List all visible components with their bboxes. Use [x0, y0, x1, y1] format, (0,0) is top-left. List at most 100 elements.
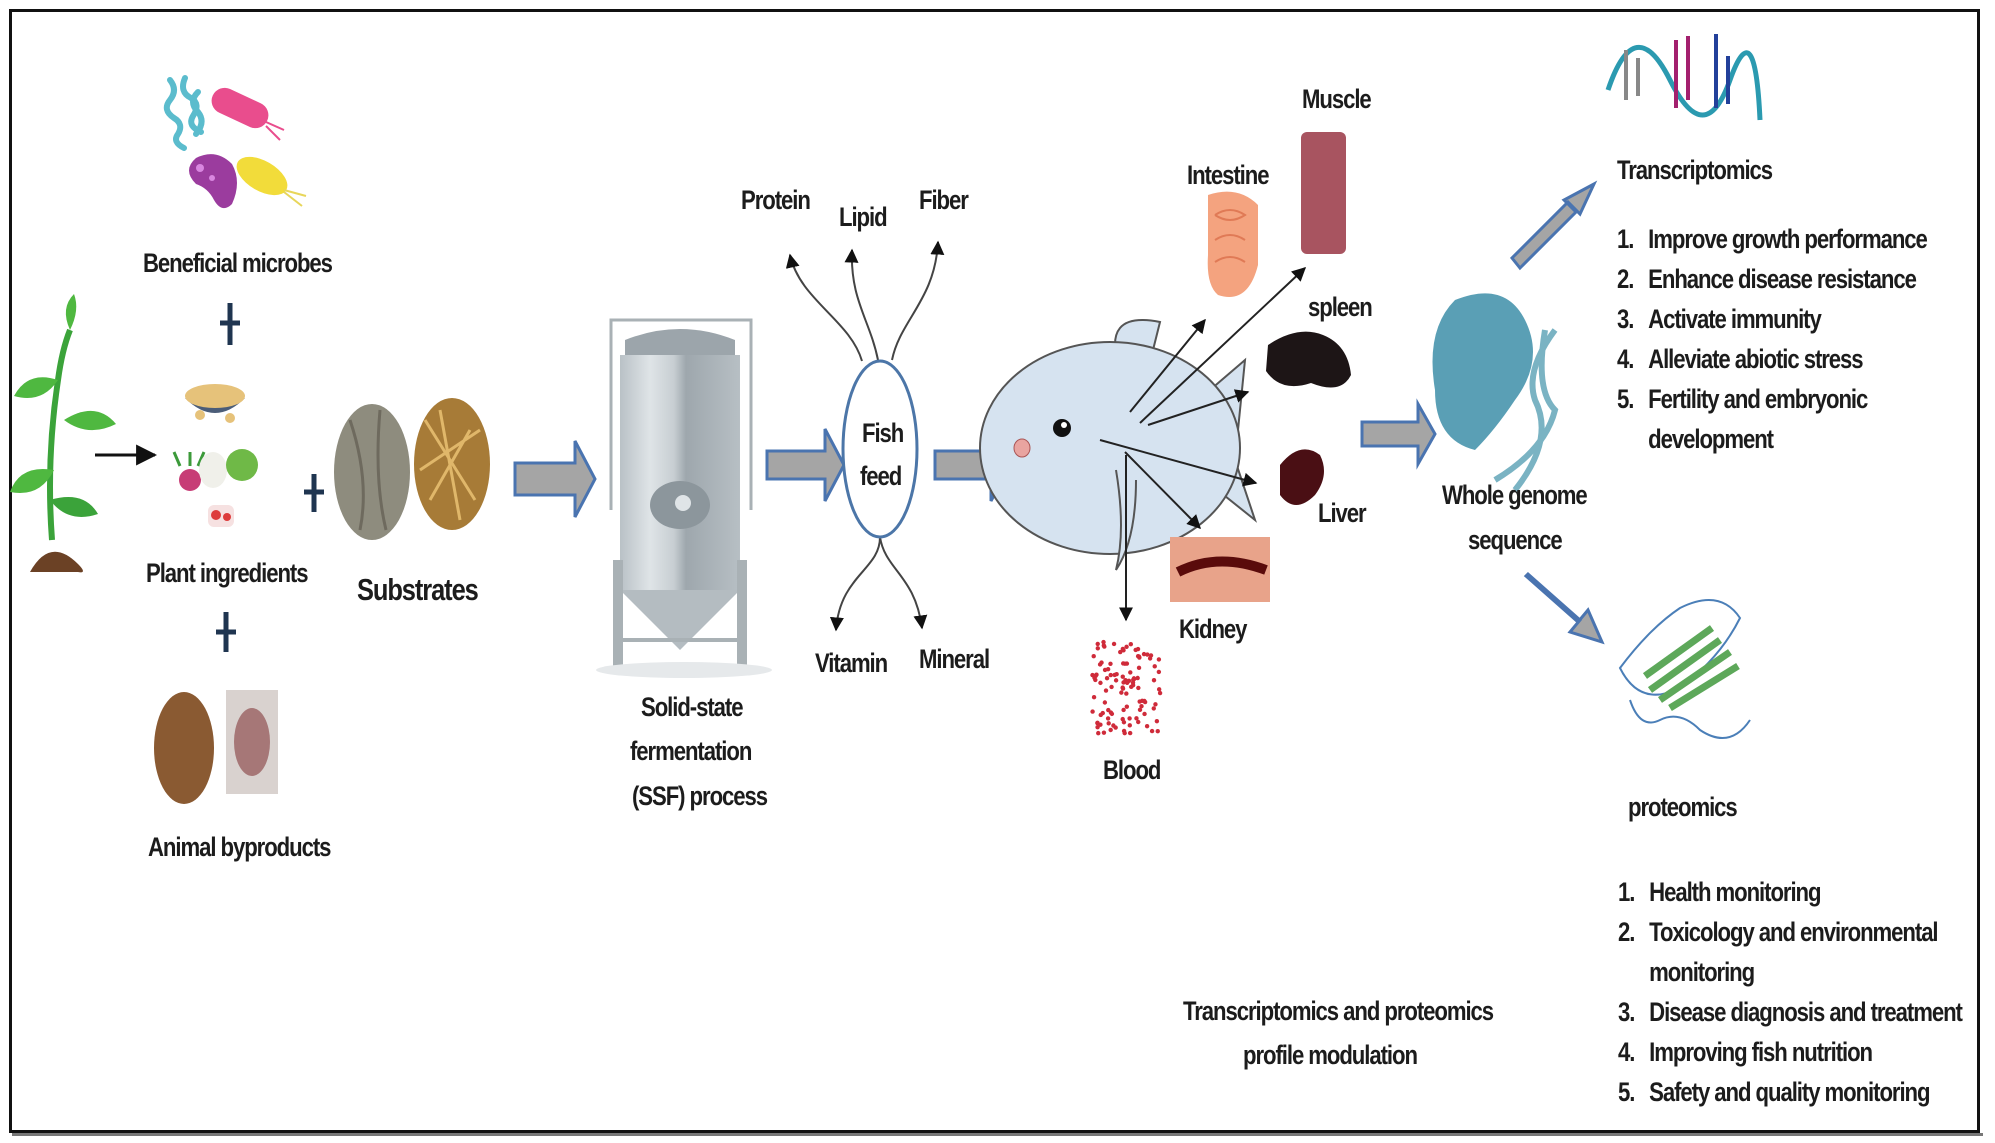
blood-cell: [1136, 665, 1142, 671]
blood-cell: [1122, 730, 1127, 736]
blood-cell: [1090, 709, 1095, 714]
label-vitamin: Vitamin: [815, 648, 888, 678]
label-lipid: Lipid: [839, 202, 888, 232]
blood-cell: [1106, 707, 1111, 713]
blood-cell: [1118, 649, 1123, 655]
organ-arrows: [1099, 267, 1307, 622]
fish-feed-node: [841, 359, 919, 539]
proteomics-item: 5.Safety and quality monitoring: [1618, 1077, 1931, 1107]
label-blood: Blood: [1103, 755, 1161, 785]
blood-cell: [1149, 728, 1155, 734]
label-ssf-line3: (SSF) process: [632, 781, 768, 811]
blood-cell: [1124, 680, 1130, 686]
blood-cell: [1091, 654, 1096, 659]
blood-cell: [1156, 657, 1162, 662]
blood-cell: [1141, 651, 1147, 657]
blood-cell: [1098, 680, 1103, 686]
blood-cell: [1136, 685, 1141, 691]
blood-cell: [1120, 646, 1126, 652]
blood-cell: [1108, 672, 1113, 678]
genome-icon: [1432, 293, 1559, 492]
transcriptomics-title: Transcriptomics: [1617, 155, 1773, 185]
blood-cell: [1120, 685, 1125, 690]
blood-cell: [1098, 722, 1103, 727]
label-liver: Liver: [1318, 498, 1367, 528]
figure-frame: [9, 9, 1980, 1133]
plus-icon: [220, 303, 240, 345]
blood-cell: [1134, 716, 1139, 721]
blood-icon: [1090, 639, 1163, 736]
blood-cell: [1124, 691, 1129, 696]
blood-cell: [1108, 727, 1113, 733]
blood-cell: [1157, 690, 1163, 696]
blood-cell: [1131, 676, 1137, 681]
blood-cell: [1137, 707, 1143, 713]
blood-cell: [1095, 725, 1100, 730]
label-intestine: Intestine: [1187, 160, 1270, 190]
transcriptomics-item: 1.Improve growth performance: [1617, 224, 1928, 254]
blood-cell: [1153, 702, 1158, 707]
proteomics-item: 4.Improving fish nutrition: [1618, 1037, 1873, 1067]
blood-cell: [1121, 720, 1127, 725]
label-genome-line1: Whole genome: [1442, 480, 1588, 510]
label-plant-ingredients: Plant ingredients: [146, 558, 309, 588]
blood-cell: [1151, 678, 1157, 683]
label-muscle: Muscle: [1302, 84, 1372, 114]
blood-cell: [1095, 641, 1100, 647]
blood-cell: [1156, 687, 1162, 692]
caption-line2: profile modulation: [1243, 1040, 1418, 1070]
transcriptomics-list: 1.Improve growth performance 2.Enhance d…: [1617, 219, 1995, 459]
blood-cell: [1144, 723, 1150, 729]
proteomics-title: proteomics: [1628, 792, 1738, 822]
blood-cell: [1120, 674, 1125, 679]
label-substrates: Substrates: [357, 572, 479, 607]
proteomics-item: 1.Health monitoring: [1618, 877, 1822, 907]
blood-cell: [1145, 652, 1150, 657]
label-fish-feed-line2: feed: [860, 461, 902, 491]
blood-cell: [1139, 703, 1144, 709]
fermentation-tank-icon: [596, 318, 772, 678]
blood-cell: [1102, 667, 1108, 673]
proteomics-list: 1.Health monitoring 2.Toxicology and env…: [1618, 872, 1995, 1112]
plus-icon: [216, 612, 236, 652]
blood-cell: [1130, 682, 1136, 688]
blood-cell: [1103, 688, 1109, 693]
blood-cell: [1135, 675, 1140, 681]
plant-ingredients-icon: [172, 384, 258, 527]
label-spleen: spleen: [1308, 292, 1373, 322]
blood-cell: [1109, 684, 1114, 690]
blood-cell: [1104, 676, 1110, 681]
frame-shadow: [12, 1133, 1983, 1136]
intestine-icon: [1207, 191, 1258, 297]
blood-cell: [1096, 730, 1101, 736]
blood-cell: [1095, 646, 1101, 651]
blood-cell: [1099, 660, 1104, 665]
spleen-icon: [1266, 331, 1351, 388]
blood-cell: [1122, 661, 1128, 666]
nutrient-arrows: [785, 240, 945, 632]
blood-cell: [1111, 641, 1117, 647]
blood-cell: [1154, 718, 1160, 724]
label-genome-line2: sequence: [1468, 525, 1563, 555]
blood-cell: [1155, 729, 1160, 734]
blood-cell: [1098, 712, 1103, 718]
blood-cell: [1156, 669, 1162, 675]
blood-cell: [1119, 690, 1124, 695]
label-fiber: Fiber: [919, 185, 969, 215]
transcriptomics-item: 2.Enhance disease resistance: [1617, 264, 1917, 294]
proteomics-icon: [1618, 599, 1751, 739]
label-protein: Protein: [741, 185, 811, 215]
label-kidney: Kidney: [1179, 614, 1247, 644]
blood-cell: [1136, 719, 1141, 725]
muscle-icon: [1301, 132, 1346, 254]
blood-cell: [1142, 711, 1147, 717]
label-beneficial-microbes: Beneficial microbes: [143, 248, 333, 278]
label-ssf-line2: fermentation: [630, 736, 752, 766]
blood-cell: [1121, 707, 1126, 713]
blood-cell: [1124, 644, 1129, 649]
blood-cell: [1147, 656, 1153, 661]
blood-cell: [1102, 700, 1108, 705]
